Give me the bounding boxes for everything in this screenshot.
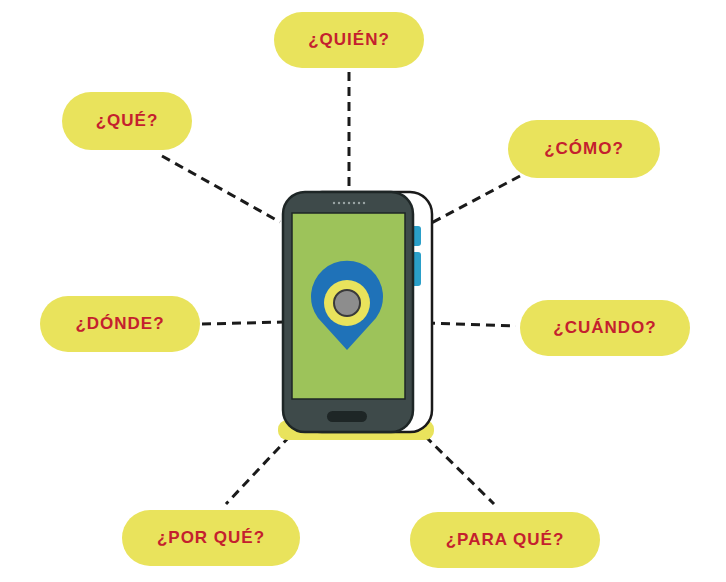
leader-line [426, 323, 516, 326]
question-pill: ¿QUIÉN? [274, 12, 424, 68]
question-pill: ¿DÓNDE? [40, 296, 200, 352]
question-label: ¿CÓMO? [544, 140, 624, 159]
leader-line [226, 436, 290, 504]
phone-screen [292, 213, 405, 399]
question-label: ¿QUÉ? [96, 112, 159, 131]
question-label: ¿DÓNDE? [75, 315, 164, 334]
leader-line [202, 322, 283, 324]
question-label: ¿PARA QUÉ? [446, 531, 565, 550]
question-label: ¿QUIÉN? [308, 31, 390, 50]
question-pill: ¿POR QUÉ? [122, 510, 300, 566]
question-label: ¿CUÁNDO? [553, 319, 656, 338]
leader-line [348, 72, 351, 186]
question-label: ¿POR QUÉ? [157, 529, 265, 548]
leader-line [162, 156, 280, 222]
question-pill: ¿CÓMO? [508, 120, 660, 178]
phone-speaker [333, 202, 365, 204]
leader-line [425, 436, 494, 504]
question-pill: ¿CUÁNDO? [520, 300, 690, 356]
leader-lines [162, 72, 520, 504]
question-pill: ¿QUÉ? [62, 92, 192, 150]
location-pin [311, 261, 383, 350]
leader-line [422, 176, 520, 228]
phone-home-button [327, 411, 367, 422]
question-pill: ¿PARA QUÉ? [410, 512, 600, 568]
phone-body [283, 192, 413, 432]
